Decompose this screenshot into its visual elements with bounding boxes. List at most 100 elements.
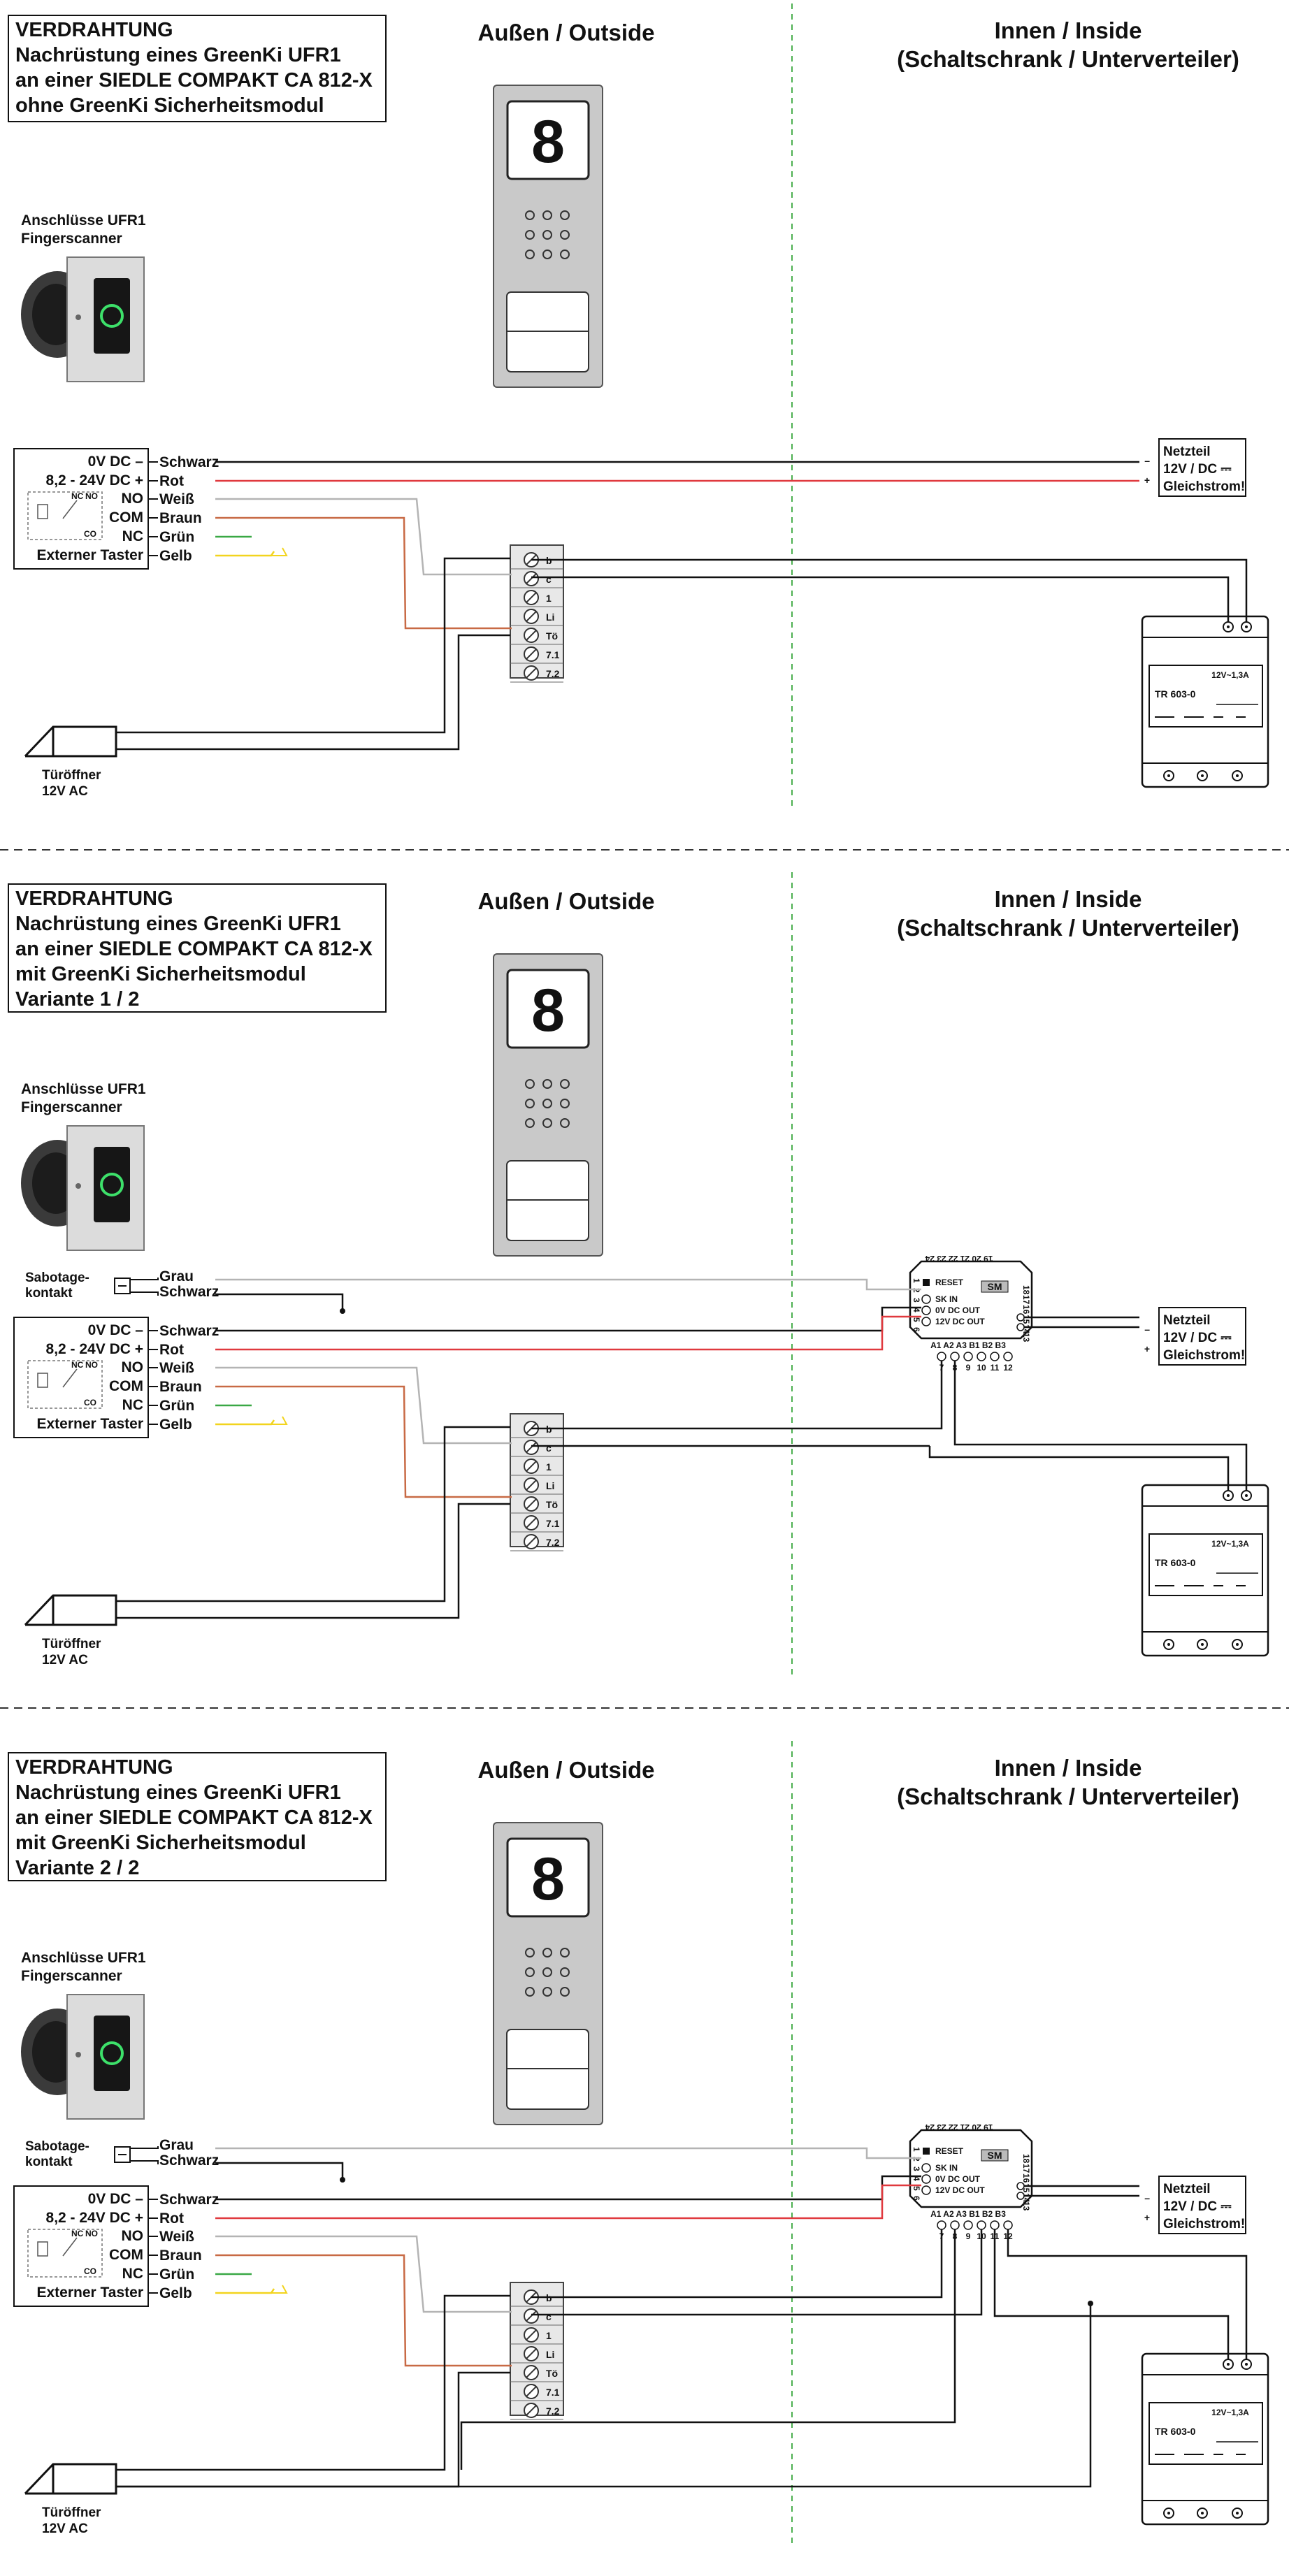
wire-c-to-transformer [928,1446,1230,1491]
module-left-pin: 5 [912,2186,921,2191]
wire-label: Rot [159,1342,184,1358]
panel-number-display [506,100,590,180]
module-bottom-terminal-icon [1003,1352,1013,1361]
power-supply-voltage: 12V / DC ⎓ [1163,2199,1232,2214]
wire-b1-to-c [531,2229,983,2316]
wire-weiss [215,498,512,576]
scanner-screw [75,314,81,320]
terminal-screw-slot [526,1461,537,1472]
wire-label: Weiß [159,1360,194,1376]
transformer-rating: 12V~1,3A [1211,1539,1249,1549]
speaker-hole [560,1987,570,1997]
speaker-hole [560,1948,570,1958]
speaker-hole [560,230,570,240]
panel-number: 8 [531,1846,565,1913]
wire-label: Braun [159,2248,202,2264]
relay-no-label: NO [85,1360,98,1370]
speaker-hole [525,1099,535,1108]
relay-nc-label: NC [71,1360,84,1370]
terminal-label: NC [122,2266,143,2282]
external-button-symbol [271,547,288,556]
door-opener-voltage: 12V AC [42,1653,88,1667]
speaker-hole [525,1987,535,1997]
transformer-terminal-dot [1167,2512,1170,2515]
panel-number-display [506,969,590,1049]
terminal-label: NO [122,1359,144,1375]
relay-coil [37,504,48,519]
title-line: mit GreenKi Sicherheitsmodul [15,1832,306,1854]
terminal-screw-slot [526,667,537,679]
fingerprint-scanner-image [21,1125,145,1251]
transformer-terminal-dot [1227,2363,1230,2366]
wire-label: Schwarz [159,2192,219,2208]
speaker-hole [560,249,570,259]
power-supply-note: Gleichstrom! [1163,479,1245,494]
scanner-screw [75,1183,81,1189]
wire-label: Gelb [159,2285,192,2301]
wire-door-opener-return [116,2303,1092,2488]
module-output-terminal-icon [1016,2182,1025,2190]
tamper-wire-label: Schwarz [159,1284,219,1300]
tamper-wire-label: Grau [159,2137,194,2153]
door-opener-voltage: 12V AC [42,784,88,799]
transformer-terminal-dot [1236,774,1239,777]
transformer-rating: 12V~1,3A [1211,2408,1249,2417]
wire-braun [215,516,512,630]
module-right-pin: 13 [1021,2201,1031,2211]
terminal-screw-slot [526,630,537,641]
speaker-hole [560,1099,570,1108]
tamper-label: Sabotage- [25,1271,89,1285]
inside-header: Innen / Inside [995,886,1142,912]
wire-label: Schwarz [159,1323,219,1339]
speaker-hole [542,1079,552,1089]
terminal-label: 8,2 - 24V DC + [46,2210,143,2226]
speaker-hole [525,249,535,259]
transformer-terminal-dot [1227,1494,1230,1497]
tamper-lead [130,2160,159,2164]
terminal-label: NC [122,528,143,544]
transformer-terminal-dot [1201,774,1204,777]
title-line: VERDRAHTUNG [15,888,173,910]
terminal-screw-slot [526,1479,537,1491]
module-bottom-terminal-icon [937,2220,946,2230]
relay-outline [27,1360,103,1409]
wire-b3-to-transformer [1007,2229,1248,2359]
speaker-hole [542,210,552,220]
scanner-screw [75,2052,81,2057]
wire-c-to-transformer [531,576,1230,622]
module-badge-box [981,2149,1009,2162]
scanner-ring-icon [100,1173,124,1196]
speaker-hole [542,230,552,240]
ufr1-terminal-box [13,2185,149,2307]
terminal-id: 1 [546,2330,552,2341]
tamper-wire-label: Schwarz [159,2152,219,2169]
power-supply-outline [1158,1307,1246,1366]
title-line: Variante 1 / 2 [15,988,139,1011]
speaker-hole [525,1079,535,1089]
wire-schwarz-tamper [215,1293,344,1311]
relay-co-label: CO [84,529,96,539]
module-left-label: 12V DC OUT [935,1317,985,1326]
wire-schwarz [215,2175,921,2201]
wire-a2-loop [460,2229,956,2470]
module-right-pin: 18 [1021,2154,1031,2164]
module-left-label: 0V DC OUT [935,2174,981,2184]
terminal-id: 7.1 [546,1518,560,1529]
speaker-hole [542,1118,552,1128]
terminal-id: 7.2 [546,1537,560,1548]
module-terminal-icon [921,2185,931,2195]
wire-weiss [215,1366,512,1445]
module-left-pin: 6 [912,2196,921,2201]
speaker-hole [542,1099,552,1108]
title-line: an einer SIEDLE COMPAKT CA 812-X [15,69,373,92]
tamper-lead [130,2146,159,2149]
module-bottom-terminal-icon [950,2220,960,2230]
module-terminal-icon [921,1305,931,1315]
